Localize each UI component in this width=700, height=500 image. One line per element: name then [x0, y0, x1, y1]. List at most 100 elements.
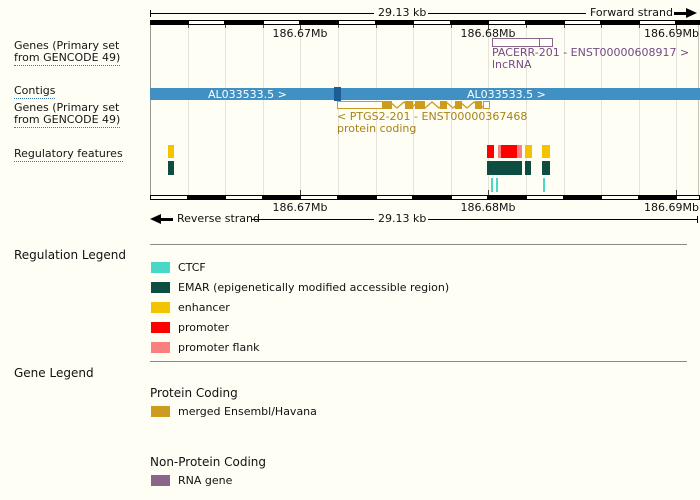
gridline — [638, 25, 640, 195]
divider — [150, 244, 687, 245]
track-label-contigs[interactable]: Contigs — [14, 84, 56, 99]
bottom-tick-label: 186.67Mb — [272, 201, 328, 214]
ruler-tick — [300, 25, 302, 30]
ruler-segment — [151, 196, 187, 199]
scale-line — [252, 219, 374, 220]
regulatory-emar[interactable] — [168, 161, 174, 175]
scale-end-tick-right — [697, 216, 698, 223]
contig-segment-dark[interactable] — [334, 87, 341, 101]
legend-label-rna-gene: RNA gene — [178, 474, 233, 487]
scale-line — [428, 219, 697, 220]
track-label-regulatory-features[interactable]: Regulatory features — [14, 147, 123, 162]
ruler-tick — [338, 25, 339, 28]
gridline — [563, 25, 565, 195]
gene-legend-section-non-protein-coding: Non-Protein Coding — [150, 455, 267, 469]
ruler-tick — [488, 25, 490, 30]
top-tick-label: 186.69Mb — [644, 27, 699, 40]
legend-swatch-emar — [151, 282, 170, 293]
top-tick-label: 186.68Mb — [460, 27, 516, 40]
pacerr-gene-box[interactable] — [492, 38, 553, 47]
panel-left-border — [150, 25, 151, 200]
bottom-tick-label: 186.69Mb — [644, 201, 699, 214]
ruler-segment — [677, 196, 699, 199]
gridline — [225, 25, 227, 195]
ruler-segment — [188, 21, 225, 24]
reverse-strand-arrow-tail — [159, 218, 173, 221]
ruler-segment — [527, 196, 563, 199]
gridline — [338, 25, 339, 195]
ruler-tick — [413, 25, 415, 28]
ruler-segment — [451, 196, 488, 199]
gridline — [526, 25, 527, 195]
ruler-tick — [488, 190, 490, 195]
scale-end-tick-left — [150, 10, 151, 17]
regulatory-enhancer[interactable] — [168, 145, 174, 158]
ruler-tick — [187, 25, 189, 28]
ptgs2-exon[interactable] — [440, 101, 447, 109]
regulatory-enhancer[interactable] — [542, 145, 550, 158]
regulatory-enhancer[interactable] — [525, 145, 532, 158]
ruler-segment — [489, 21, 525, 24]
ruler-tick — [676, 25, 678, 30]
ruler-segment — [226, 196, 262, 199]
ruler-tick — [563, 25, 565, 28]
ruler-segment — [639, 21, 676, 24]
ptgs2-exon[interactable] — [415, 101, 425, 109]
pacerr-gene-label[interactable]: PACERR-201 - ENST00000608917 > — [492, 46, 690, 59]
legend-swatch-promoter-flank — [151, 342, 170, 353]
ruler-segment — [414, 21, 450, 24]
gene-legend-heading: Gene Legend — [14, 366, 94, 380]
ruler-tick — [638, 25, 640, 28]
regulatory-ctcf[interactable] — [496, 178, 498, 192]
ptgs2-exon[interactable] — [455, 101, 462, 109]
ruler-tick — [225, 25, 227, 28]
ruler-segment — [376, 196, 413, 199]
forward-strand-label: Forward strand — [590, 6, 673, 19]
gridline — [450, 25, 452, 195]
legend-label-enhancer: enhancer — [178, 301, 230, 314]
ptgs2-exon[interactable] — [383, 101, 392, 109]
ptgs2-biotype-label: protein coding — [337, 122, 417, 135]
regulatory-ctcf[interactable] — [543, 178, 545, 192]
regulatory-emar[interactable] — [487, 161, 522, 175]
regulation-legend-heading: Regulation Legend — [14, 248, 126, 262]
gridline — [676, 25, 678, 195]
ruler-segment — [339, 21, 375, 24]
ptgs2-intron-line — [383, 101, 489, 109]
ruler-tick — [601, 25, 603, 28]
regulatory-emar[interactable] — [542, 161, 550, 175]
top-tick-label: 186.67Mb — [272, 27, 328, 40]
legend-swatch-ctcf — [151, 262, 170, 273]
contig-label-right: AL033533.5 > — [467, 88, 546, 101]
track-label-genes-forward[interactable]: Genes (Primary set from GENCODE 49) — [14, 39, 121, 66]
regulatory-emar[interactable] — [525, 161, 531, 175]
gene-legend-section-protein-coding: Protein Coding — [150, 386, 238, 400]
gridline — [601, 25, 603, 195]
ptgs2-transcript-label[interactable]: < PTGS2-201 - ENST00000367468 — [337, 110, 528, 123]
ruler-segment — [602, 196, 638, 199]
ptgs2-exon[interactable] — [475, 101, 482, 109]
scale-length-label: 29.13 kb — [378, 6, 427, 19]
legend-label-emar: EMAR (epigenetically modified accessible… — [178, 281, 450, 294]
divider — [150, 361, 687, 362]
reverse-strand-label: Reverse strand — [177, 212, 260, 225]
legend-swatch-merged-ensembl-havana — [151, 406, 170, 417]
ptgs2-utr-box-end[interactable] — [483, 101, 490, 109]
legend-swatch-rna-gene — [151, 475, 170, 486]
scale-line — [151, 13, 374, 14]
regulatory-ctcf[interactable] — [491, 178, 493, 192]
regulatory-promoter[interactable] — [487, 145, 494, 158]
gridline — [262, 25, 264, 195]
contig-bar[interactable] — [150, 88, 700, 100]
gridline — [187, 25, 189, 195]
forward-strand-arrow-icon — [686, 8, 697, 18]
ptgs2-utr-box[interactable] — [337, 101, 383, 109]
track-label-genes-reverse[interactable]: Genes (Primary set from GENCODE 49) — [14, 101, 121, 128]
ruler-tick — [375, 25, 377, 28]
ptgs2-exon[interactable] — [405, 101, 413, 109]
bottom-tick-label: 186.68Mb — [460, 201, 516, 214]
scale-line — [428, 13, 586, 14]
ruler-tick — [676, 190, 678, 195]
regulatory-promoter[interactable] — [501, 145, 517, 158]
